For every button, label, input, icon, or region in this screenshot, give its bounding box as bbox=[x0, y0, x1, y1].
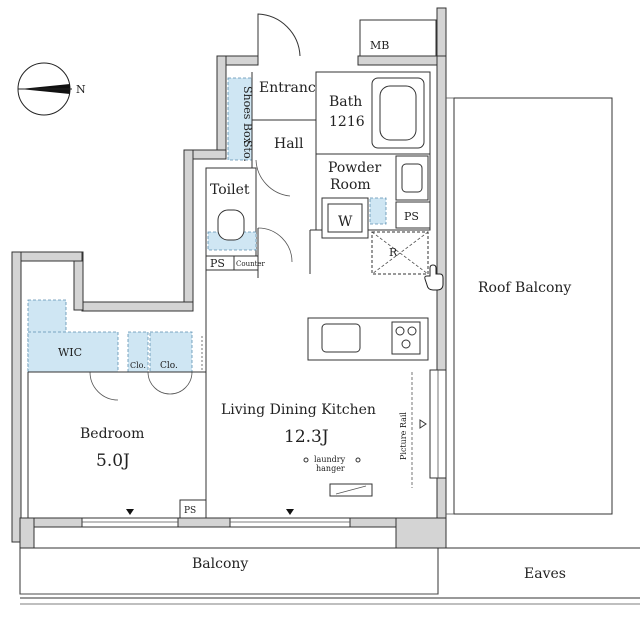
linen-shelf bbox=[369, 197, 387, 225]
bedroom-label: Bedroom bbox=[80, 426, 144, 442]
bath-label: Bath bbox=[329, 94, 362, 110]
laundry-label-2: hanger bbox=[316, 464, 345, 473]
hall-label: Hall bbox=[274, 136, 304, 152]
bedroom-window bbox=[81, 517, 179, 528]
roof-balcony-label: Roof Balcony bbox=[478, 280, 571, 296]
ps-top-label: PS bbox=[404, 210, 419, 223]
ps-toilet-label: PS bbox=[210, 257, 225, 270]
ps-top-box bbox=[395, 201, 431, 229]
toilet-label: Toilet bbox=[210, 182, 250, 198]
picture-rail-label: Picture Rail bbox=[399, 412, 408, 460]
hand-pointer-icon bbox=[424, 264, 444, 291]
counter-box bbox=[233, 255, 259, 271]
toilet-bowl bbox=[217, 209, 245, 241]
entrance-label: Entrance bbox=[259, 80, 324, 96]
bath-size: 1216 bbox=[329, 114, 365, 130]
north-label: N bbox=[76, 83, 86, 96]
stove-icon bbox=[391, 321, 421, 355]
powder-room-label-2: Room bbox=[330, 177, 371, 193]
ps-bottom-box bbox=[179, 499, 207, 519]
eaves-label: Eaves bbox=[524, 566, 566, 582]
entrance-door bbox=[257, 13, 301, 57]
bedroom-size: 5.0J bbox=[96, 451, 130, 471]
ps-bottom-label: PS bbox=[184, 506, 196, 516]
living-entry-arrow-icon bbox=[286, 509, 294, 515]
roof-balcony-door bbox=[429, 369, 447, 479]
balcony-label: Balcony bbox=[192, 556, 248, 572]
mb-box bbox=[359, 19, 437, 57]
exterior-walls bbox=[11, 7, 447, 549]
closet-2 bbox=[149, 331, 193, 373]
wic-label: WIC bbox=[58, 346, 82, 359]
storage-label: Sto. bbox=[241, 140, 254, 162]
shoes-box-label: Shoes Box bbox=[241, 86, 254, 145]
powder-room-label-1: Powder bbox=[328, 160, 382, 176]
roof-balcony-inner bbox=[453, 97, 613, 515]
closet-1-label: Clo. bbox=[130, 361, 146, 370]
balcony-area bbox=[19, 547, 439, 595]
hall-door bbox=[257, 227, 293, 263]
counter-label: Counter bbox=[236, 260, 266, 268]
refrigerator-label: R bbox=[389, 246, 398, 259]
laundry-label-1: laundry bbox=[314, 455, 346, 464]
air-conditioner-icon bbox=[329, 483, 373, 497]
bedroom-entry-arrow-icon bbox=[126, 509, 134, 515]
ldk-label: Living Dining Kitchen bbox=[221, 402, 376, 418]
closet-2-label: Clo. bbox=[160, 361, 178, 371]
living-window bbox=[229, 517, 351, 528]
compass-icon bbox=[17, 62, 72, 116]
washer-label: W bbox=[338, 214, 353, 230]
kitchen-sink bbox=[321, 323, 361, 353]
mb-label: MB bbox=[370, 39, 389, 52]
toilet-door bbox=[255, 159, 291, 197]
ldk-size: 12.3J bbox=[284, 427, 329, 447]
